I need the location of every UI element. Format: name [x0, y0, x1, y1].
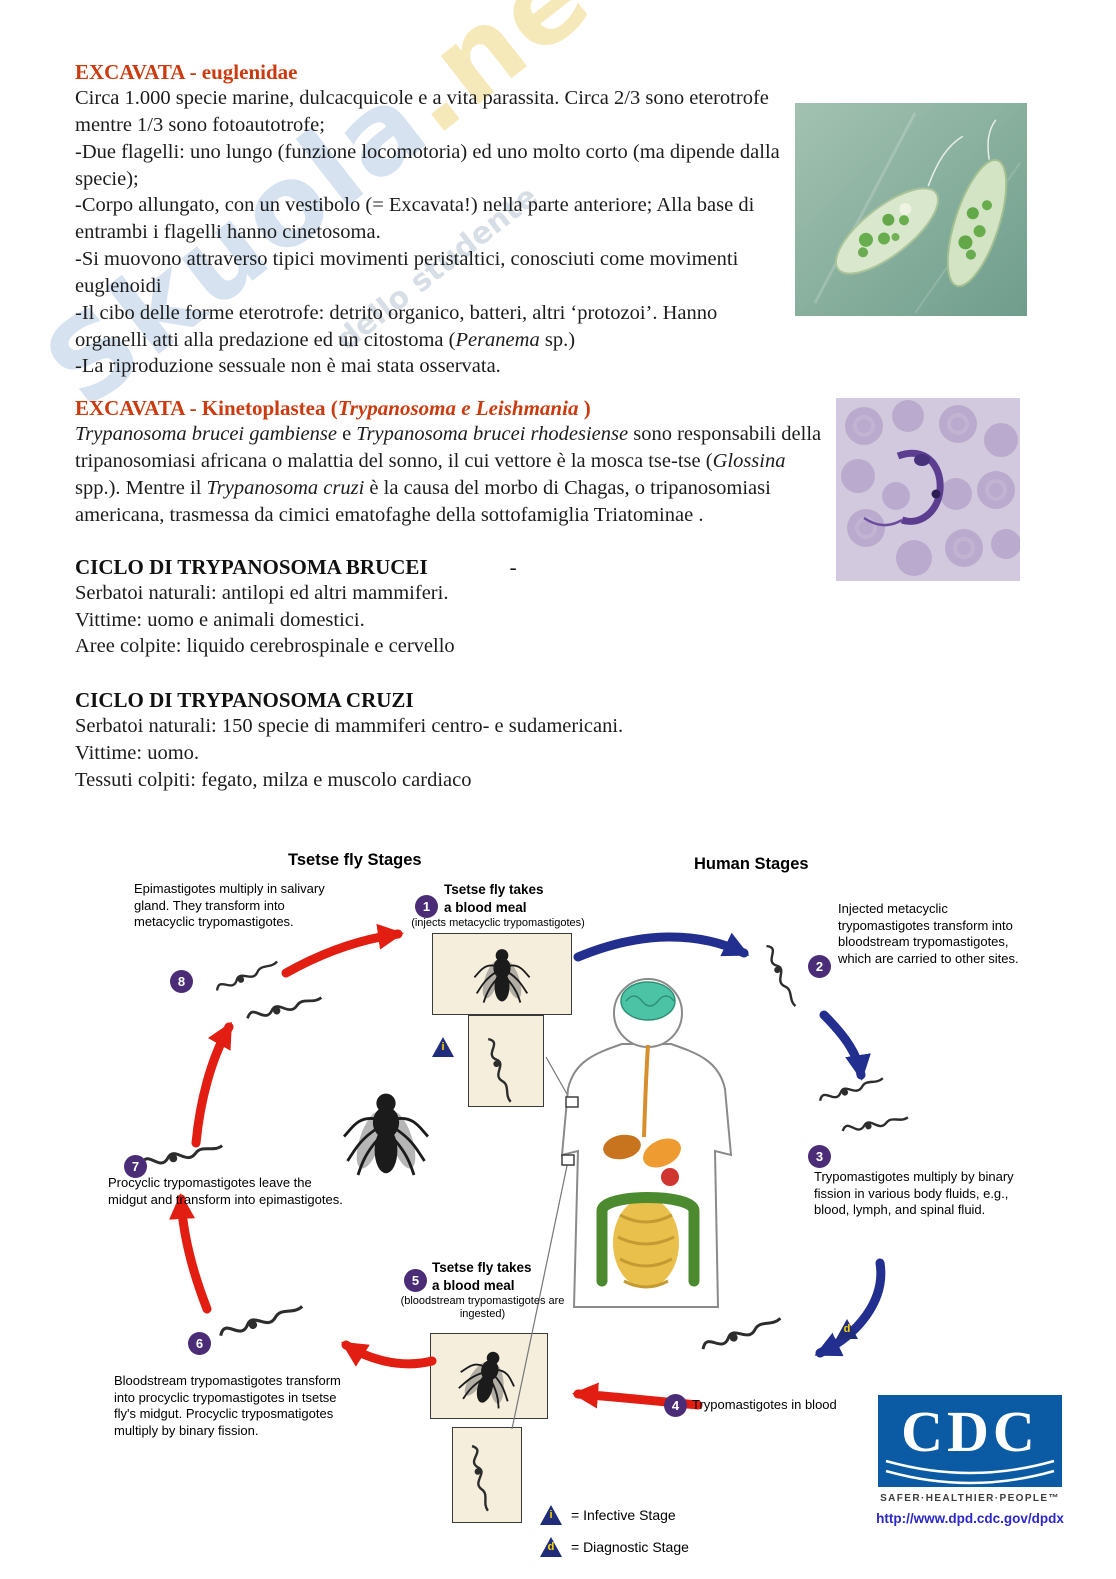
infective-stage-icon: i	[432, 1037, 454, 1057]
step1-subcaption: (injects metacyclic trypomastigotes)	[411, 917, 585, 929]
diagram-title-tsetse: Tsetse fly Stages	[288, 851, 422, 869]
small-intestine	[613, 1198, 679, 1289]
step1-caption: Tsetse fly takes a blood meal	[444, 881, 574, 916]
diagnostic-letter: d	[843, 1323, 851, 1335]
step-badge-7: 7	[124, 1155, 147, 1178]
section-ciclo-cruzi: CICLO DI TRYPANOSOMA CRUZI Serbatoi natu…	[75, 688, 1050, 794]
step5-subcaption: (bloodstream trypomastigotes are ingeste…	[400, 1295, 565, 1321]
section-title-euglenidae: EXCAVATA - euglenidae	[75, 60, 298, 84]
euglena-micrograph	[795, 103, 1027, 316]
trypanosoma-blood-smear	[836, 398, 1020, 581]
section-title-kinetoplastea: EXCAVATA - Kinetoplastea (Trypanosoma e …	[75, 396, 591, 421]
paragraph: -La riproduzione sessuale non è mai stat…	[75, 355, 501, 378]
diagnostic-stage-icon: d	[836, 1319, 858, 1339]
section-title-ciclo-brucei: CICLO DI TRYPANOSOMA BRUCEI -	[75, 555, 1050, 580]
brain	[620, 981, 676, 1021]
life-cycle-diagram: Tsetse fly Stages Human Stages 1 2 3 4 5…	[0, 845, 1116, 1579]
detail-line: Serbatoi naturali: 150 specie di mammife…	[75, 715, 624, 738]
step5-line1: Tsetse fly takes	[432, 1260, 532, 1275]
step-badge-3: 3	[808, 1145, 831, 1168]
large-intestine	[596, 1192, 700, 1287]
step6-text: Bloodstream trypomastigotes transform in…	[114, 1373, 341, 1438]
step7-text: Procyclic trypomastigotes leave the midg…	[108, 1175, 343, 1207]
detail-line: Vittime: uomo.	[75, 742, 200, 765]
trypanosome-parasite	[863, 449, 944, 527]
step-badge-2: 2	[808, 955, 831, 978]
esophagus	[642, 1044, 650, 1138]
paragraph: -Si muovono attraverso tipici movimenti …	[75, 248, 739, 297]
step2-text: Injected metacyclic trypomastigotes tran…	[838, 901, 1019, 966]
section-euglenidae: EXCAVATA - euglenidae Circa 1.000 specie…	[75, 60, 1050, 380]
step-badge-8: 8	[170, 970, 193, 993]
paragraph: -Due flagelli: uno lungo (funzione locom…	[75, 140, 780, 190]
red-arrows	[169, 923, 703, 1410]
step-badge-1: 1	[415, 895, 438, 918]
detail-line: Serbatoi naturali: antilopi ed altri mam…	[75, 581, 449, 604]
heading-text: CICLO DI TRYPANOSOMA BRUCEI	[75, 554, 428, 579]
legend-diagnostic-label: = Diagnostic Stage	[571, 1539, 689, 1555]
liver	[603, 1134, 641, 1160]
cdc-url-link[interactable]: http://www.dpd.cdc.gov/dpdx	[876, 1511, 1064, 1526]
stomach	[643, 1138, 681, 1168]
section-kinetoplastea: EXCAVATA - Kinetoplastea (Trypanosoma e …	[75, 396, 1050, 528]
human-figure	[560, 978, 733, 1308]
step1-line1: Tsetse fly takes	[444, 882, 544, 897]
diagram-artwork	[138, 923, 910, 1513]
step5-caption: Tsetse fly takes a blood meal	[432, 1259, 562, 1294]
step-badge-6: 6	[188, 1332, 211, 1355]
step3-text: Trypomastigotes multiply by binary fissi…	[814, 1169, 1014, 1218]
infective-letter: i	[549, 1509, 553, 1521]
paragraph: -Corpo allungato, con un vestibolo (= Ex…	[75, 194, 755, 244]
step1-line2: a blood meal	[444, 899, 527, 915]
blue-arrows	[573, 932, 886, 1358]
euglena-cell	[834, 135, 964, 275]
detail-line: Tessuti colpiti: fegato, milza e muscolo…	[75, 768, 472, 791]
tsetse-fly-icon	[453, 1343, 523, 1412]
stray-dash: -	[509, 554, 517, 579]
legend-infective: i = Infective Stage	[540, 1505, 676, 1525]
diagnostic-stage-icon: d	[540, 1537, 562, 1557]
diagram-title-human: Human Stages	[694, 855, 809, 873]
euglena-cell	[946, 119, 1008, 288]
infective-stage-icon: i	[540, 1505, 562, 1525]
tsetse-fly-icon	[473, 948, 531, 1004]
step-badge-5: 5	[404, 1269, 427, 1292]
cdc-logo-waves	[885, 1459, 1055, 1485]
cdc-tagline: SAFER·HEALTHIER·PEOPLE™	[880, 1493, 1060, 1504]
step5-line2: a blood meal	[432, 1277, 515, 1293]
spleen	[661, 1168, 679, 1186]
paragraph: -Il cibo delle forme eterotrofe: detrito…	[75, 301, 718, 351]
legend-diagnostic: d = Diagnostic Stage	[540, 1537, 689, 1557]
cdc-letters: CDC	[901, 1399, 1039, 1464]
step4-text: Trypomastigotes in blood	[692, 1397, 837, 1412]
sampling-markers	[561, 1096, 579, 1166]
tsetse-fly-icon	[342, 1092, 430, 1177]
section-ciclo-brucei: CICLO DI TRYPANOSOMA BRUCEI - Serbatoi na…	[75, 555, 1050, 661]
diagnostic-letter: d	[547, 1541, 555, 1553]
paragraph: Trypanosoma brucei gambiense e Trypanoso…	[75, 423, 822, 526]
section-title-ciclo-cruzi: CICLO DI TRYPANOSOMA CRUZI	[75, 688, 414, 713]
connector-lines	[511, 1056, 573, 1430]
detail-line: Vittime: uomo e animali domestici.	[75, 608, 365, 631]
step-badge-4: 4	[664, 1394, 687, 1417]
red-blood-cells	[841, 400, 1020, 576]
text-content: EXCAVATA - euglenidae Circa 1.000 specie…	[75, 60, 1050, 794]
step8-text: Epimastigotes multiply in salivary gland…	[134, 881, 325, 930]
paragraph: Circa 1.000 specie marine, dulcacquicole…	[75, 87, 769, 136]
infective-letter: i	[441, 1041, 445, 1053]
detail-line: Aree colpite: liquido cerebrospinale e c…	[75, 635, 455, 658]
legend-infective-label: = Infective Stage	[571, 1507, 676, 1523]
cdc-logo: CDC	[878, 1395, 1062, 1487]
